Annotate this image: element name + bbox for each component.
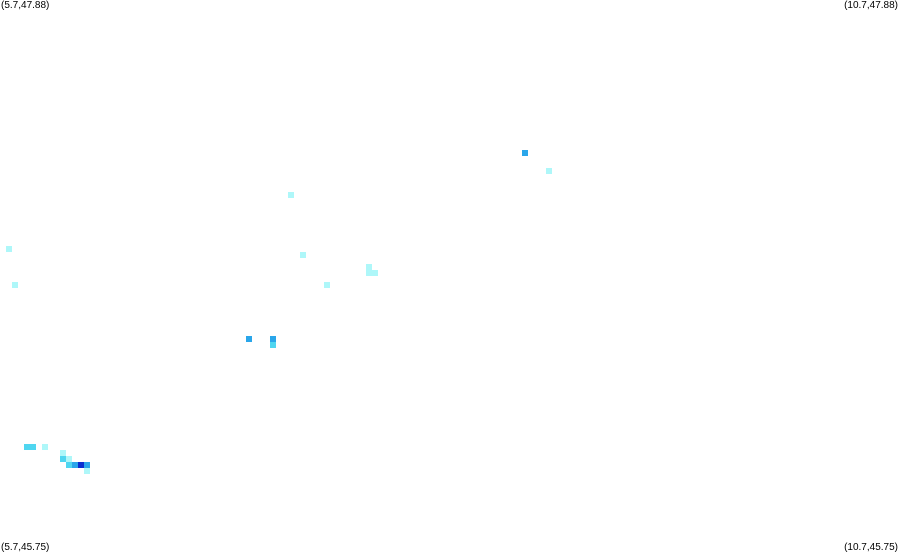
density-blob — [12, 282, 18, 288]
density-blob — [246, 336, 252, 342]
corner-label-bottom-left: (5.7,45.75) — [1, 542, 50, 552]
density-cell — [72, 462, 78, 468]
density-blob — [78, 462, 84, 468]
density-cell — [78, 462, 84, 468]
density-cell — [546, 168, 552, 174]
density-cell — [324, 282, 330, 288]
density-cell — [300, 252, 306, 258]
density-cell — [372, 270, 378, 276]
density-blob — [84, 462, 90, 468]
density-blob — [30, 444, 36, 450]
density-blob — [72, 462, 78, 468]
density-cell — [60, 456, 66, 462]
density-cell — [522, 150, 528, 156]
density-cell — [6, 246, 12, 252]
density-cell — [288, 192, 294, 198]
density-blob — [84, 468, 90, 474]
density-cell — [366, 270, 372, 276]
density-blob — [60, 456, 66, 462]
corner-label-top-left: (5.7,47.88) — [1, 0, 50, 11]
density-blob — [42, 444, 48, 450]
density-blob — [66, 456, 72, 462]
density-blob — [60, 450, 66, 456]
density-blob — [300, 252, 306, 258]
density-cell — [42, 444, 48, 450]
density-blob — [546, 168, 552, 174]
density-cell — [270, 342, 276, 348]
density-blob — [270, 342, 276, 348]
density-blob — [6, 246, 12, 252]
density-cell — [84, 462, 90, 468]
corner-label-top-right: (10.7,47.88) — [844, 0, 898, 11]
density-cell — [24, 444, 30, 450]
density-cell — [270, 336, 276, 342]
density-cell — [66, 456, 72, 462]
density-cell — [60, 450, 66, 456]
density-cell — [84, 468, 90, 474]
density-cell — [12, 282, 18, 288]
density-cell — [66, 462, 72, 468]
density-blob — [324, 282, 330, 288]
density-blob — [288, 192, 294, 198]
density-cell — [30, 444, 36, 450]
density-blob — [366, 270, 378, 276]
corner-label-bottom-right: (10.7,45.75) — [844, 542, 898, 552]
density-blob — [522, 150, 528, 156]
density-blob — [270, 336, 276, 342]
density-cell — [366, 264, 372, 270]
density-cell — [246, 336, 252, 342]
density-blob — [24, 444, 30, 450]
